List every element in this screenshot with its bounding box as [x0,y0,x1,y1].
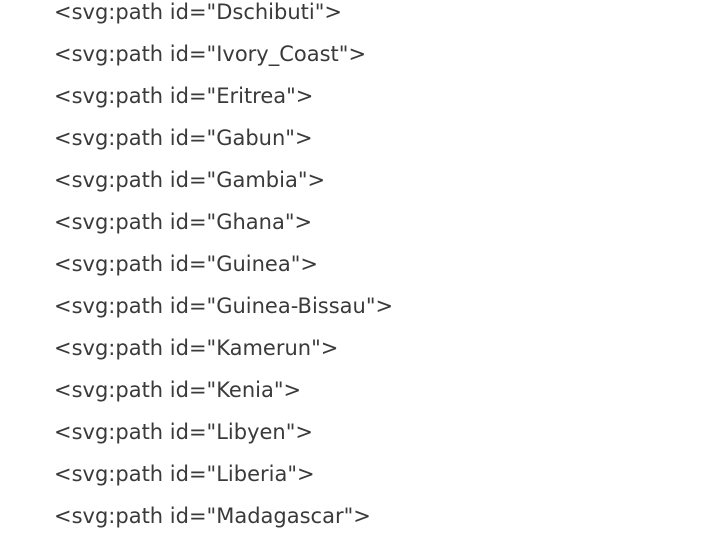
code-line: <svg:path id="Dschibuti"> [54,0,342,24]
code-line: <svg:path id="Libyen"> [54,420,313,444]
code-line: <svg:path id="Gambia"> [54,168,326,192]
code-line: <svg:path id="Liberia"> [54,462,315,486]
code-line: <svg:path id="Gabun"> [54,126,313,150]
code-line: <svg:path id="Madagascar"> [54,504,371,528]
code-line: <svg:path id="Guinea-Bissau"> [54,294,394,318]
code-line: <svg:path id="Ivory_Coast"> [54,42,367,66]
code-line: <svg:path id="Ghana"> [54,210,313,234]
code-line: <svg:path id="Guinea"> [54,252,318,276]
code-line: <svg:path id="Eritrea"> [54,84,314,108]
code-line: <svg:path id="Kamerun"> [54,336,339,360]
code-line: <svg:path id="Kenia"> [54,378,302,402]
